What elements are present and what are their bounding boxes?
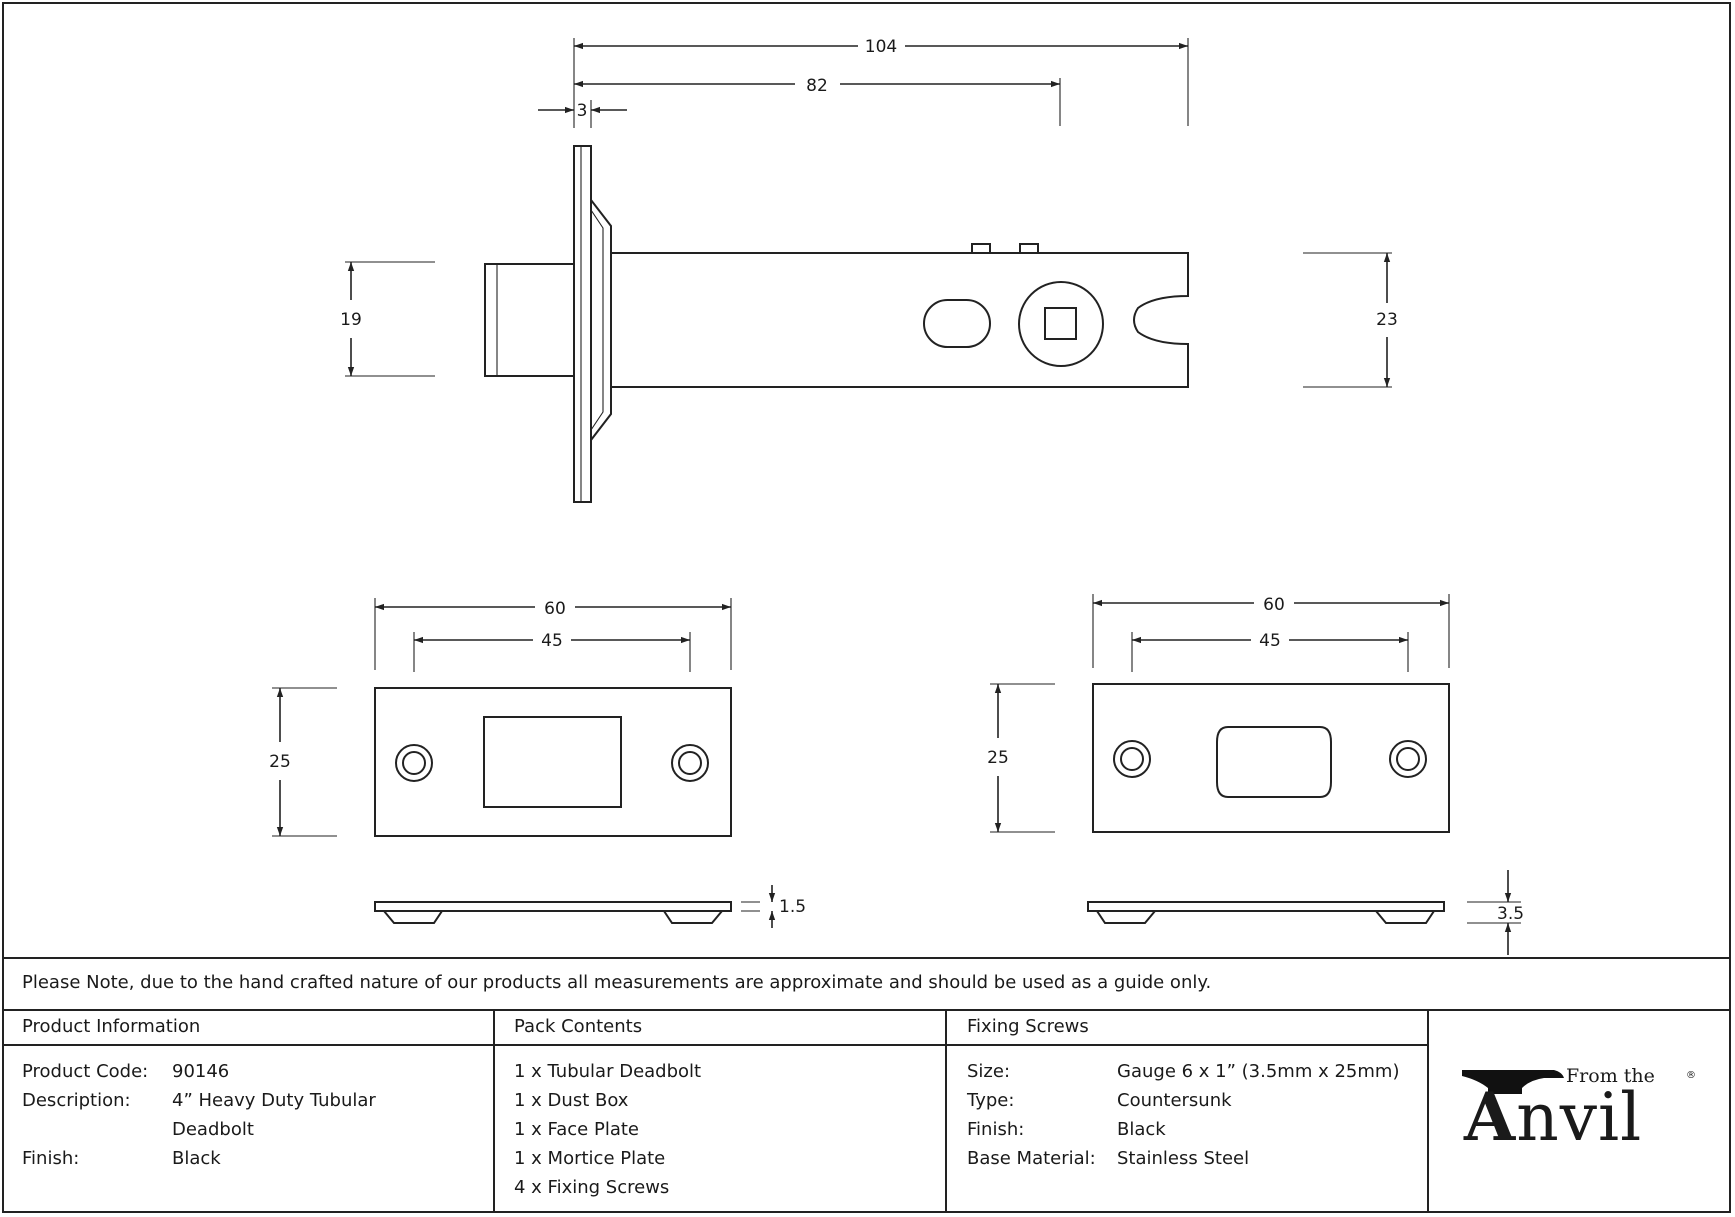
- dim-mortice-hole-spacing: 45: [1259, 631, 1281, 651]
- dim-face-plate-thickness: 1.5: [779, 897, 806, 917]
- deadbolt-side-view: [484, 145, 1189, 503]
- finish-label: Finish:: [22, 1148, 80, 1169]
- case-height-dimension: 23: [1303, 252, 1398, 388]
- product-code-label: Product Code:: [22, 1061, 149, 1082]
- base-material-value: Stainless Steel: [1117, 1148, 1250, 1169]
- table-top-rule: [2, 1009, 1731, 1011]
- size-value: Gauge 6 x 1” (3.5mm x 25mm): [1117, 1061, 1400, 1082]
- mortice-plate-dimensions: 60 45 25: [987, 594, 1450, 833]
- logo-tagline: From the: [1566, 1065, 1655, 1087]
- description-label: Description:: [22, 1090, 131, 1111]
- dim-mortice-plate-height: 25: [987, 748, 1009, 768]
- mortice-plate-view: [1092, 683, 1450, 833]
- registered-mark: ®: [1686, 1070, 1696, 1081]
- deadbolt-drawing: 104 82 3 19 23: [269, 37, 1524, 955]
- logo-initial: A: [1464, 1078, 1517, 1156]
- square-spindle-hole: [1044, 307, 1077, 340]
- fixing-screws-details: Size: Gauge 6 x 1” (3.5mm x 25mm) Type: Co…: [967, 1057, 1399, 1173]
- mortice-plate-edge-view: 3.5: [1087, 870, 1524, 955]
- bolt-head: [484, 263, 575, 377]
- case-tab-right: [1019, 243, 1039, 254]
- description-line-1: 4” Heavy Duty Tubular: [172, 1090, 376, 1111]
- pack-item: 1 x Mortice Plate: [514, 1148, 666, 1169]
- base-material-label: Base Material:: [967, 1148, 1096, 1169]
- faceplate: [573, 145, 592, 503]
- logo-rest: nvil: [1516, 1079, 1643, 1156]
- from-the-anvil-logo: From the Anvil ®: [1458, 1060, 1698, 1170]
- screw-finish-value: Black: [1117, 1119, 1166, 1140]
- dim-overall-length: 104: [865, 37, 897, 57]
- column-divider-2: [945, 1009, 947, 1213]
- column-divider-3: [1427, 1009, 1429, 1213]
- description-line-2: Deadbolt: [172, 1119, 254, 1140]
- face-plate-edge-view: 1.5: [374, 885, 806, 928]
- forend-flange: [590, 197, 612, 443]
- face-plate-dimensions: 60 45 25: [269, 598, 732, 837]
- product-information-title: Product Information: [22, 1016, 201, 1037]
- pack-item: 1 x Dust Box: [514, 1090, 629, 1111]
- dim-faceplate-thickness: 3: [577, 101, 588, 121]
- pack-contents-list: 1 x Tubular Deadbolt 1 x Dust Box 1 x Fa…: [514, 1057, 701, 1202]
- dim-mortice-plate-width: 60: [1263, 595, 1285, 615]
- type-value: Countersunk: [1117, 1090, 1232, 1111]
- pack-item: 1 x Tubular Deadbolt: [514, 1061, 702, 1082]
- type-label: Type:: [967, 1090, 1015, 1111]
- face-plate-bolt-opening: [483, 716, 622, 808]
- dim-plate-hole-spacing: 45: [541, 631, 563, 651]
- table-header-rule: [2, 1044, 1429, 1046]
- screw-finish-label: Finish:: [967, 1119, 1025, 1140]
- mortice-plate-bolt-opening: [1216, 726, 1332, 798]
- pack-item: 1 x Face Plate: [514, 1119, 639, 1140]
- product-information-details: Product Code: 90146 Description: 4” Heavy …: [22, 1057, 376, 1173]
- dim-mortice-plate-thickness: 3.5: [1497, 904, 1524, 924]
- size-label: Size:: [967, 1061, 1011, 1082]
- product-code-value: 90146: [172, 1061, 230, 1082]
- pack-contents-title: Pack Contents: [514, 1016, 643, 1037]
- top-dimensions: 104 82 3: [538, 37, 1189, 128]
- column-divider-1: [493, 1009, 495, 1213]
- dim-case-height: 23: [1376, 310, 1398, 330]
- case-tab-left: [971, 243, 991, 254]
- logo-wordmark: Anvil: [1464, 1078, 1642, 1156]
- pack-item: 4 x Fixing Screws: [514, 1177, 670, 1198]
- face-plate-view: [374, 687, 732, 837]
- note-top-rule: [2, 957, 1731, 959]
- anvil-icon: [1462, 1070, 1564, 1094]
- bolt-diameter-dimension: 19: [340, 261, 435, 377]
- dim-backset: 82: [806, 76, 828, 96]
- dim-plate-height: 25: [269, 752, 291, 772]
- dim-plate-width: 60: [544, 599, 566, 619]
- measurement-note: Please Note, due to the hand crafted nat…: [22, 972, 1212, 993]
- case-slot: [923, 299, 991, 348]
- fixing-screws-title: Fixing Screws: [967, 1016, 1089, 1037]
- finish-value: Black: [172, 1148, 221, 1169]
- dim-bolt-diameter: 19: [340, 310, 362, 330]
